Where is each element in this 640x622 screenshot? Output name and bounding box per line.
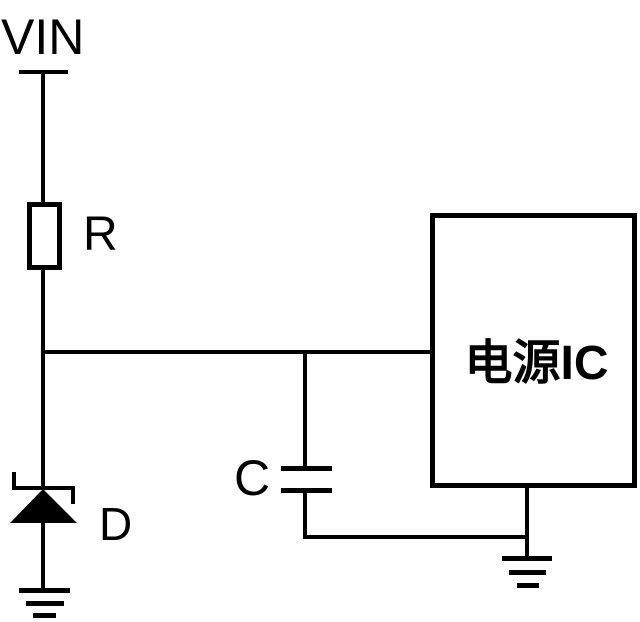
capacitor-bottom-plate xyxy=(281,488,332,493)
ground-bar-short xyxy=(517,583,539,588)
diode-label: D xyxy=(99,498,133,550)
ground-bar-long xyxy=(19,588,70,593)
ground-bar-medium xyxy=(509,570,546,575)
ground-rail-wire xyxy=(303,535,529,539)
zener-cathode-bar xyxy=(12,486,75,490)
wire-node-to-ic xyxy=(41,350,432,354)
power-ic-label: 电源IC xyxy=(464,336,609,390)
wire-vin-to-resistor xyxy=(41,72,45,204)
zener-cathode-bend-left xyxy=(12,472,16,490)
wire-diode-to-ground xyxy=(41,521,45,592)
capacitor-top-plate xyxy=(281,466,332,471)
ground-bar-short xyxy=(33,613,56,618)
zener-diode-icon xyxy=(10,472,77,524)
ground-bar-long xyxy=(502,556,552,561)
vin-label: VIN xyxy=(1,9,85,65)
ground-right-icon xyxy=(502,556,552,588)
wire-node-to-capacitor xyxy=(303,352,307,467)
resistor-symbol xyxy=(27,202,62,270)
wire-resistor-to-diode xyxy=(41,268,45,490)
resistor-label: R xyxy=(83,208,118,261)
ground-left-icon xyxy=(19,588,70,618)
power-ic-box: 电源IC xyxy=(430,213,637,488)
wire-capacitor-to-ground-rail xyxy=(303,493,307,539)
ground-bar-medium xyxy=(26,601,64,606)
zener-anode-triangle xyxy=(10,489,77,523)
capacitor-label: C xyxy=(234,450,271,506)
ic-ground-pin xyxy=(525,486,529,558)
